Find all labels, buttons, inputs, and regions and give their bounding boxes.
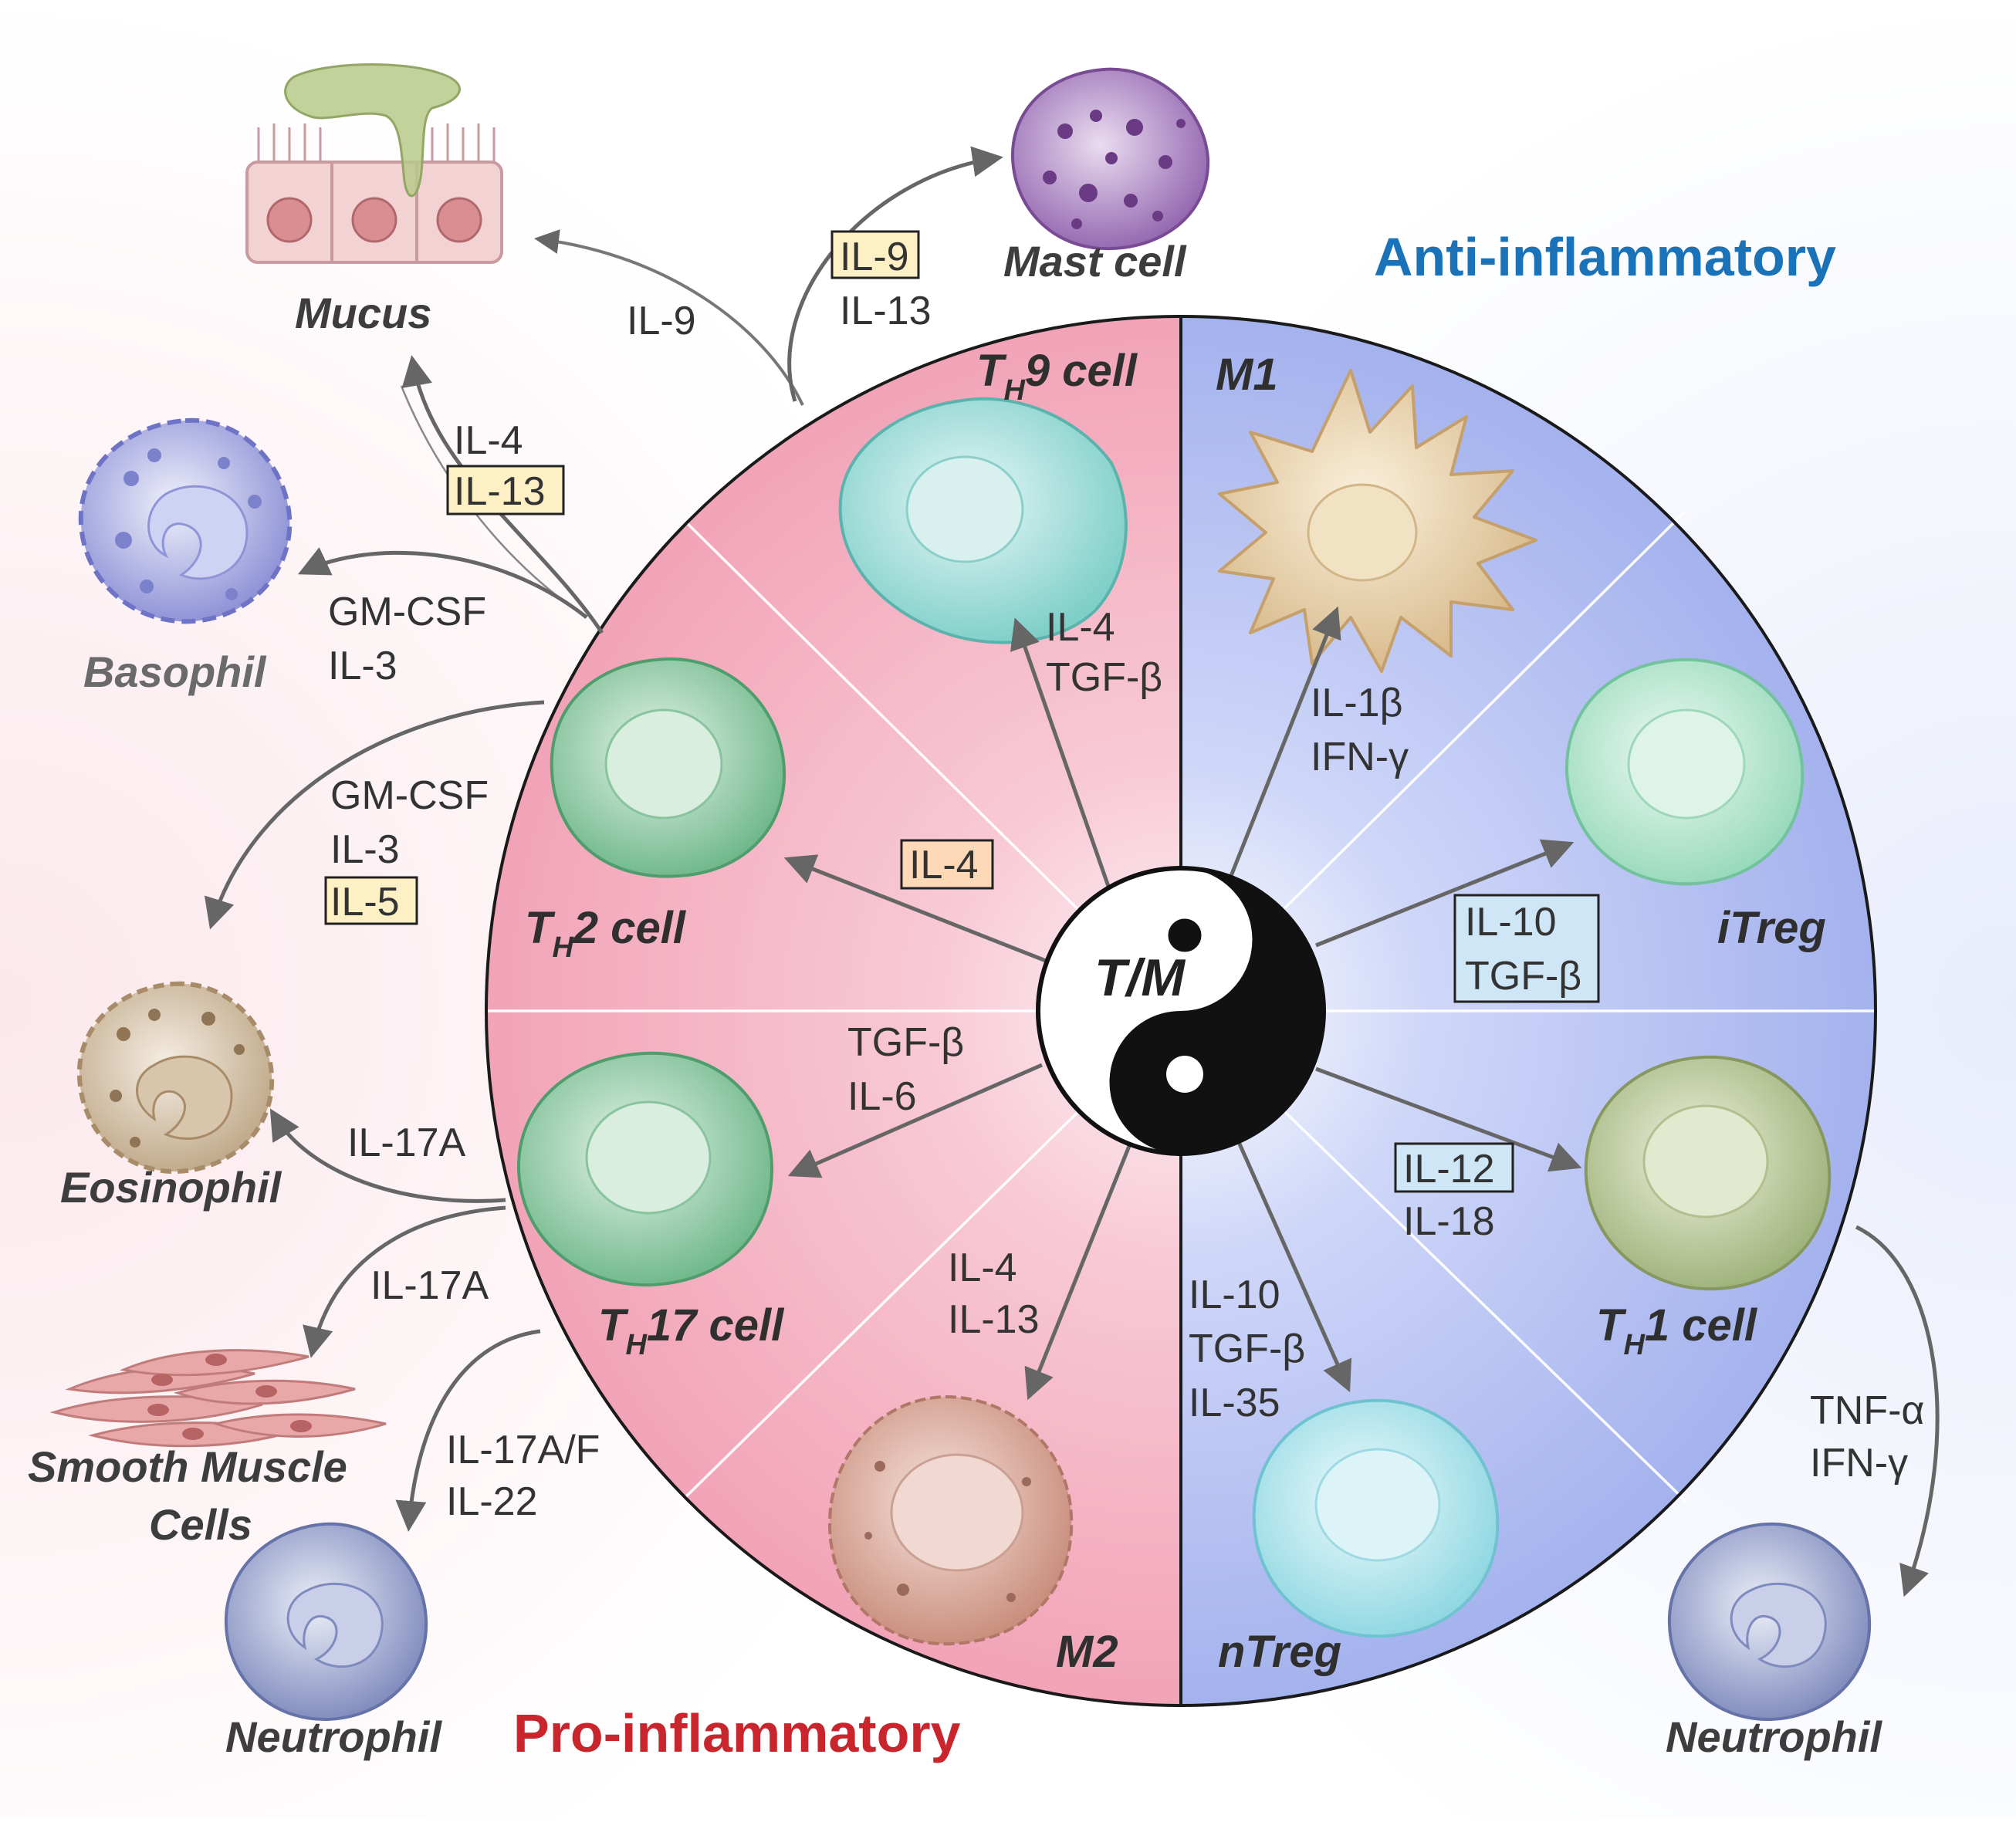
cytokine-th17-smooth: IL-17A bbox=[370, 1263, 489, 1308]
th9-label: TH9 cell bbox=[976, 346, 1138, 407]
cytokine-to-eosinophil-2: IL-3 bbox=[330, 827, 400, 872]
m1-cell-graphic bbox=[1218, 369, 1537, 673]
anti-inflammatory-title: Anti-inflammatory bbox=[1374, 227, 1836, 287]
m1-label: M1 bbox=[1216, 350, 1278, 400]
th17-label: TH17 cell bbox=[598, 1300, 785, 1361]
cytokine-center-th17-2: IL-6 bbox=[847, 1074, 917, 1119]
eosinophil-graphic bbox=[76, 981, 275, 1175]
cytokine-center-m2-1: IL-4 bbox=[948, 1246, 1017, 1290]
mucus-label: Mucus bbox=[295, 289, 431, 337]
cytokine-to-basophil-2: IL-3 bbox=[328, 644, 397, 688]
cytokine-th2-mucus-2: IL-13 bbox=[454, 469, 546, 514]
neutrophil-right-graphic bbox=[1667, 1522, 1872, 1722]
neutrophil-left-graphic bbox=[224, 1522, 428, 1722]
m2-label: M2 bbox=[1056, 1627, 1118, 1677]
pro-inflammatory-title: Pro-inflammatory bbox=[513, 1703, 961, 1763]
cytokine-center-th1-1: IL-12 bbox=[1403, 1147, 1495, 1192]
itreg-cell-graphic bbox=[1564, 657, 1805, 886]
cytokine-center-th9-2: TGF-β bbox=[1046, 655, 1162, 700]
cytokine-th17-eosinophil: IL-17A bbox=[347, 1121, 466, 1165]
cytokine-center-ntreg-1: IL-10 bbox=[1189, 1273, 1280, 1317]
neutrophil-left-label: Neutrophil bbox=[225, 1712, 442, 1761]
cytokine-center-th17-1: TGF-β bbox=[847, 1020, 964, 1065]
cytokine-th1-neutrophil-2: IFN-γ bbox=[1810, 1441, 1908, 1486]
cytokine-to-eosinophil-1: GM-CSF bbox=[330, 773, 489, 818]
smooth-muscle-label-1: Smooth Muscle bbox=[28, 1442, 347, 1491]
cytokine-center-th1-2: IL-18 bbox=[1403, 1199, 1495, 1244]
cytokine-th17-neutrophil-2: IL-22 bbox=[446, 1479, 538, 1524]
ntreg-label: nTreg bbox=[1218, 1627, 1341, 1677]
neutrophil-right-label: Neutrophil bbox=[1666, 1712, 1882, 1761]
cytokine-center-th9-1: IL-4 bbox=[1046, 605, 1115, 650]
cytokine-to-mast-2: IL-13 bbox=[840, 289, 932, 333]
th1-cell-graphic bbox=[1584, 1055, 1832, 1291]
mucus-graphic bbox=[245, 63, 503, 264]
cytokine-center-itreg-2: TGF-β bbox=[1465, 954, 1581, 999]
center-arrows bbox=[783, 606, 1582, 1401]
cytokine-to-mucus: IL-9 bbox=[627, 299, 696, 343]
cytokine-to-basophil-1: GM-CSF bbox=[328, 590, 486, 634]
th2-cell-graphic bbox=[550, 657, 786, 878]
cytokine-th1-neutrophil-1: TNF-α bbox=[1810, 1388, 1924, 1433]
eosinophil-label: Eosinophil bbox=[60, 1163, 282, 1212]
highlight-boxes bbox=[324, 230, 1600, 1193]
basophil-graphic bbox=[78, 417, 293, 624]
cytokine-center-ntreg-3: IL-35 bbox=[1189, 1381, 1280, 1425]
cytokine-to-mast-1: IL-9 bbox=[840, 235, 909, 279]
basophil-label: Basophil bbox=[83, 647, 267, 696]
th2-label: TH2 cell bbox=[525, 903, 687, 964]
cytokine-center-m2-2: IL-13 bbox=[948, 1297, 1040, 1342]
itreg-label: iTreg bbox=[1717, 903, 1826, 953]
cytokine-th2-mucus-1: IL-4 bbox=[454, 418, 523, 463]
th17-cell-graphic bbox=[516, 1051, 774, 1287]
yin-yang-center: T/M bbox=[1036, 866, 1326, 1156]
cytokine-center-th2: IL-4 bbox=[909, 843, 979, 887]
cytokine-to-eosinophil-3: IL-5 bbox=[330, 880, 400, 925]
center-label: T/M bbox=[1094, 948, 1186, 1007]
cytokine-center-itreg-1: IL-10 bbox=[1465, 900, 1557, 945]
smooth-muscle-label-2: Cells bbox=[149, 1500, 252, 1549]
ntreg-cell-graphic bbox=[1252, 1398, 1500, 1638]
mast-cell-graphic bbox=[1010, 67, 1210, 251]
mast-cell-label: Mast cell bbox=[1003, 237, 1187, 286]
cytokine-center-ntreg-2: TGF-β bbox=[1189, 1327, 1305, 1371]
outer-arrows bbox=[204, 146, 1940, 1597]
m2-cell-graphic bbox=[827, 1394, 1074, 1646]
smooth-muscle-graphic bbox=[49, 1349, 387, 1448]
th1-label: TH1 cell bbox=[1596, 1300, 1758, 1361]
th9-cell-graphic bbox=[838, 397, 1128, 644]
cytokine-th17-neutrophil-1: IL-17A/F bbox=[446, 1428, 600, 1472]
cytokine-center-m1-1: IL-1β bbox=[1311, 681, 1403, 725]
cytokine-center-m1-2: IFN-γ bbox=[1311, 735, 1409, 779]
